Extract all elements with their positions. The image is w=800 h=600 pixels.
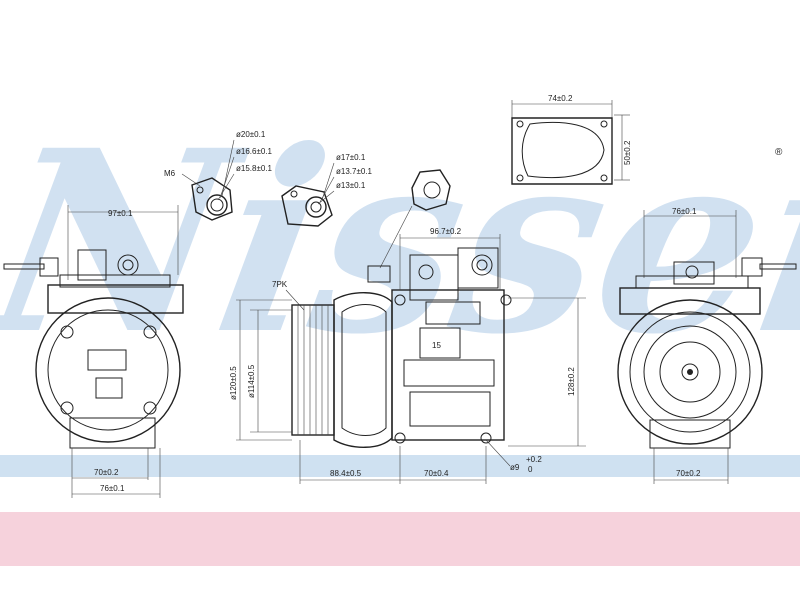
dim-right-top: 76±0.1 bbox=[672, 207, 697, 216]
pink-band bbox=[0, 512, 800, 566]
dim-left-bot1: 70±0.2 bbox=[94, 468, 119, 477]
dim-d17: ø17±0.1 bbox=[336, 153, 366, 162]
dim-hole9-tol: +0.2 bbox=[526, 455, 542, 464]
right-end-view: 76±0.1 70±0.2 bbox=[617, 207, 797, 484]
dim-hole9: ø9 bbox=[510, 463, 520, 472]
dim-left-top: 97±0.1 bbox=[108, 209, 133, 218]
top-plate-view: 74±0.2 50±0.2 bbox=[511, 94, 632, 185]
dim-d13: ø13±0.1 bbox=[336, 181, 366, 190]
dim-hole9-tol2: 0 bbox=[528, 465, 533, 474]
dim-len96: 96.7±0.2 bbox=[430, 227, 462, 236]
dim-top-h: 50±0.2 bbox=[623, 140, 632, 165]
label-15: 15 bbox=[432, 341, 441, 350]
dim-dia114: ø114±0.5 bbox=[247, 364, 256, 398]
left-end-view: 97±0.1 70±0.2 76±0.1 bbox=[3, 205, 184, 498]
side-view: 7PK ø120±0.5 ø114±0.5 bbox=[229, 227, 586, 484]
label-m6: M6 bbox=[164, 169, 176, 178]
label-7pk: 7PK bbox=[272, 280, 288, 289]
flange-detail-1: M6 ø20±0.1 ø16.6±0.1 ø15.8±0.1 bbox=[164, 130, 273, 221]
dim-top-w: 74±0.2 bbox=[548, 94, 573, 103]
dim-off88: 88.4±0.5 bbox=[330, 469, 362, 478]
dim-d13-7: ø13.7±0.1 bbox=[336, 167, 373, 176]
registered-mark: ® bbox=[775, 147, 783, 158]
connector-detail bbox=[379, 169, 451, 269]
dim-right-bot: 70±0.2 bbox=[676, 469, 701, 478]
dim-d15-8: ø15.8±0.1 bbox=[236, 164, 273, 173]
flange-detail-2: ø17±0.1 ø13.7±0.1 ø13±0.1 bbox=[281, 153, 373, 227]
dim-dia120: ø120±0.5 bbox=[229, 366, 238, 400]
dim-left-bot2: 76±0.1 bbox=[100, 484, 125, 493]
dim-mnt70: 70±0.4 bbox=[424, 469, 449, 478]
dim-d16-6: ø16.6±0.1 bbox=[236, 147, 273, 156]
dim-h128: 128±0.2 bbox=[567, 367, 576, 396]
dim-d20: ø20±0.1 bbox=[236, 130, 266, 139]
